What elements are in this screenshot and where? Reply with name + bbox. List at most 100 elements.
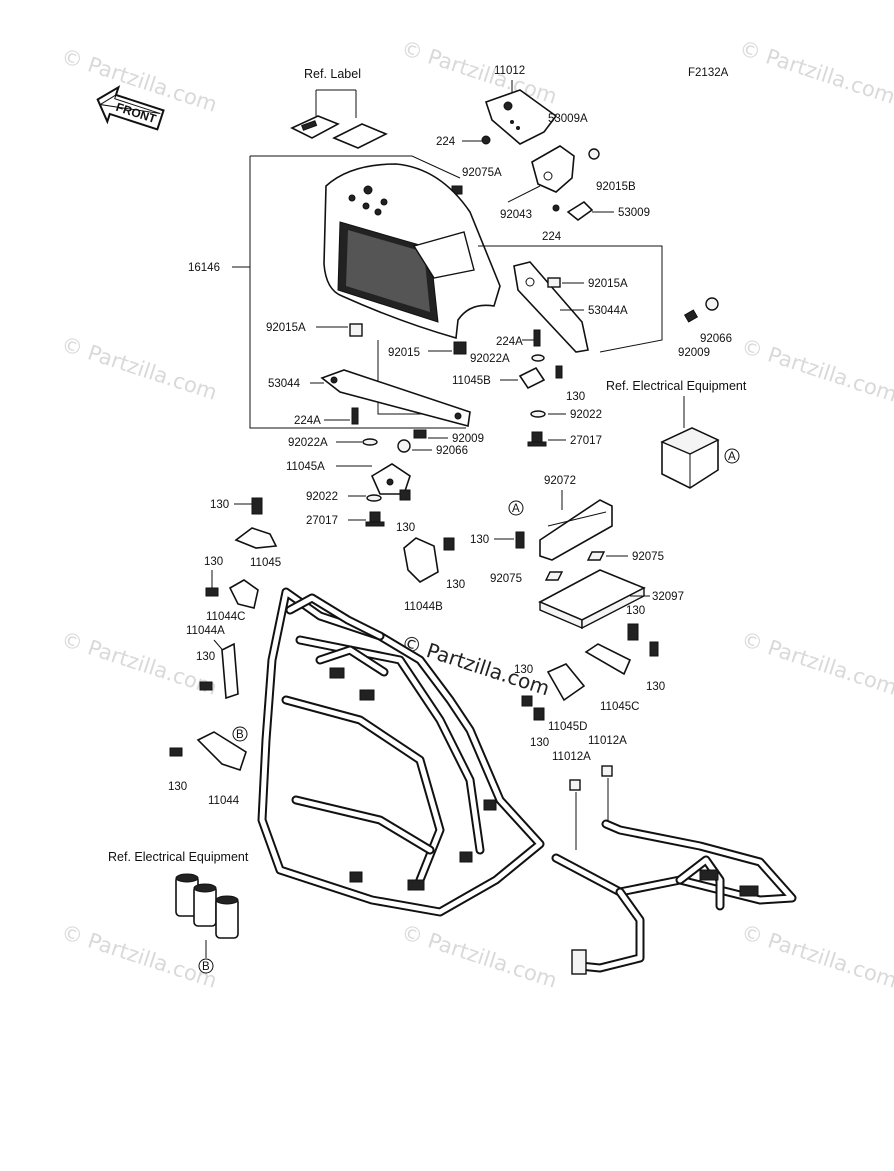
part-224A-left: 224A [294, 415, 321, 427]
bracket-92072 [539, 499, 613, 561]
watermark: © Partzilla.com [738, 627, 894, 700]
part-11012A: 11012A [588, 735, 627, 747]
bolt-92009-right [683, 297, 719, 323]
bracket-11044 [169, 731, 247, 772]
ref-label-title: Ref. Label [304, 67, 361, 81]
watermark: © Partzilla.com [398, 36, 560, 109]
part-130-a: 130 [566, 391, 585, 403]
clip-11012A-2 [569, 779, 581, 791]
marker-b-top [232, 726, 248, 742]
part-92022-right: 92022 [570, 409, 602, 421]
part-92015: 92015 [388, 347, 420, 359]
grommet-27017-right [527, 431, 547, 447]
part-92075A: 92075A [462, 167, 502, 179]
part-11045B: 11045B [452, 375, 491, 387]
bracket-53044 [320, 369, 471, 428]
part-11044A: 11044A [186, 625, 225, 637]
bracket-53009 [552, 200, 614, 222]
part-130-b: 130 [396, 522, 415, 534]
part-92075-left: 92075 [490, 573, 522, 585]
leader-16146-frame [249, 156, 466, 429]
part-130-k: 130 [530, 737, 549, 749]
damper-92075-left [544, 571, 564, 581]
fuse-cylinders [175, 873, 239, 939]
bolt-130-h [627, 623, 639, 641]
part-130-j: 130 [514, 664, 533, 676]
washer-92022-right [530, 410, 546, 418]
bracket-11045C [584, 643, 632, 676]
part-92022A-left: 92022A [288, 437, 328, 449]
nut-92015A-left [349, 323, 363, 337]
part-92015B: 92015B [596, 181, 636, 193]
watermark: © Partzilla.com [58, 627, 220, 700]
bolt-130-f [205, 587, 219, 597]
part-53044A: 53044A [588, 305, 628, 317]
washer-92022A-right [531, 354, 545, 362]
marker-b-bottom-label: B [202, 961, 210, 973]
bracket-11044A [199, 642, 239, 700]
bracket-11045D [521, 663, 586, 721]
part-11044C: 11044C [206, 611, 245, 623]
marker-b-top-label: B [236, 729, 244, 741]
part-92009-left: 92009 [452, 433, 484, 445]
relay-box [660, 427, 720, 489]
part-27017-right: 27017 [570, 435, 602, 447]
part-11012: 11012 [494, 65, 525, 77]
part-130-g: 130 [196, 651, 215, 663]
part-130-i: 130 [646, 681, 665, 693]
bracket-11045 [234, 527, 278, 549]
sub-frame [551, 819, 797, 975]
part-27017-left: 27017 [306, 515, 338, 527]
bracket-53044A [513, 261, 589, 353]
main-frame [257, 587, 545, 917]
part-53009: 53009 [618, 207, 650, 219]
watermark: © Partzilla.com [738, 334, 894, 407]
watermark: © Partzilla.com [398, 920, 560, 993]
part-11012-drawing [484, 80, 558, 145]
bolt-130-b [399, 489, 411, 501]
part-92075-right: 92075 [632, 551, 664, 563]
part-92022A-right: 92022A [470, 353, 510, 365]
part-16146: 16146 [188, 262, 220, 274]
part-130-d: 130 [470, 534, 489, 546]
washer-92022A-left [362, 438, 378, 446]
bolt-130-d [515, 531, 525, 549]
bolt-130-i [649, 641, 659, 657]
bolt-224-top [462, 135, 491, 145]
pin-92043 [507, 185, 541, 203]
part-130-h: 130 [626, 605, 645, 617]
part-130-c: 130 [210, 499, 229, 511]
watermark: © Partzilla.com [58, 920, 220, 993]
diagram-code: F2132A [688, 67, 729, 79]
part-92066-right: 92066 [700, 333, 732, 345]
part-53009A: 53009A [548, 113, 588, 125]
watermark: © Partzilla.com [58, 332, 220, 405]
damper-92075-right [586, 551, 606, 561]
part-11012A-2: 11012A [552, 751, 591, 763]
bolt-224A-right [533, 329, 541, 347]
washer-92022-left [366, 494, 382, 502]
part-130-f: 130 [204, 556, 223, 568]
part-11045: 11045 [250, 557, 281, 569]
watermark: © Partzilla.com [738, 920, 894, 993]
part-11045D: 11045D [548, 721, 587, 733]
part-224-top: 224 [436, 136, 456, 148]
part-32097: 32097 [652, 591, 684, 603]
grommet-27017-left [365, 511, 385, 527]
ref-electrical-top: Ref. Electrical Equipment [606, 379, 747, 393]
part-11045C: 11045C [600, 701, 639, 713]
part-130-e: 130 [446, 579, 465, 591]
part-11044B: 11044B [404, 601, 443, 613]
watermark: © Partzilla.com [736, 36, 894, 109]
marker-a-bottom-label: A [512, 503, 520, 515]
ref-electrical-bottom: Ref. Electrical Equipment [108, 850, 249, 864]
clip-11012A [601, 765, 613, 777]
bolt-224A-left [351, 407, 359, 425]
marker-b-bottom [198, 958, 214, 974]
part-53044: 53044 [268, 378, 301, 390]
part-92009-right: 92009 [678, 347, 710, 359]
part-92072: 92072 [544, 475, 576, 487]
part-92015A-right: 92015A [588, 278, 628, 290]
part-224-mid: 224 [542, 231, 562, 243]
